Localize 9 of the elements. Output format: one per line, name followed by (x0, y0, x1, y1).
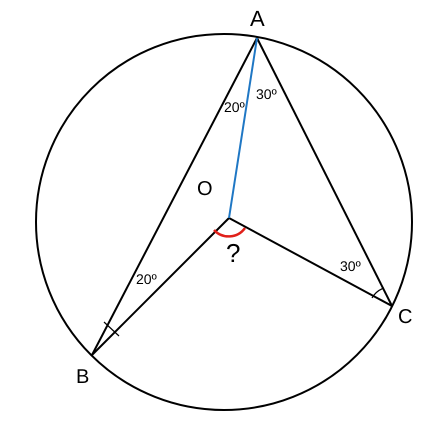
point-label: C (398, 307, 412, 327)
point-label: O (197, 179, 213, 199)
unknown-angle-label: ? (226, 240, 240, 266)
angle-label: 20º (224, 100, 245, 114)
point-label: A (250, 8, 265, 30)
angle-label: 30º (340, 259, 361, 273)
angle-label: 20º (136, 272, 157, 286)
angle-label: 30º (256, 87, 277, 101)
point-label: B (76, 367, 90, 387)
